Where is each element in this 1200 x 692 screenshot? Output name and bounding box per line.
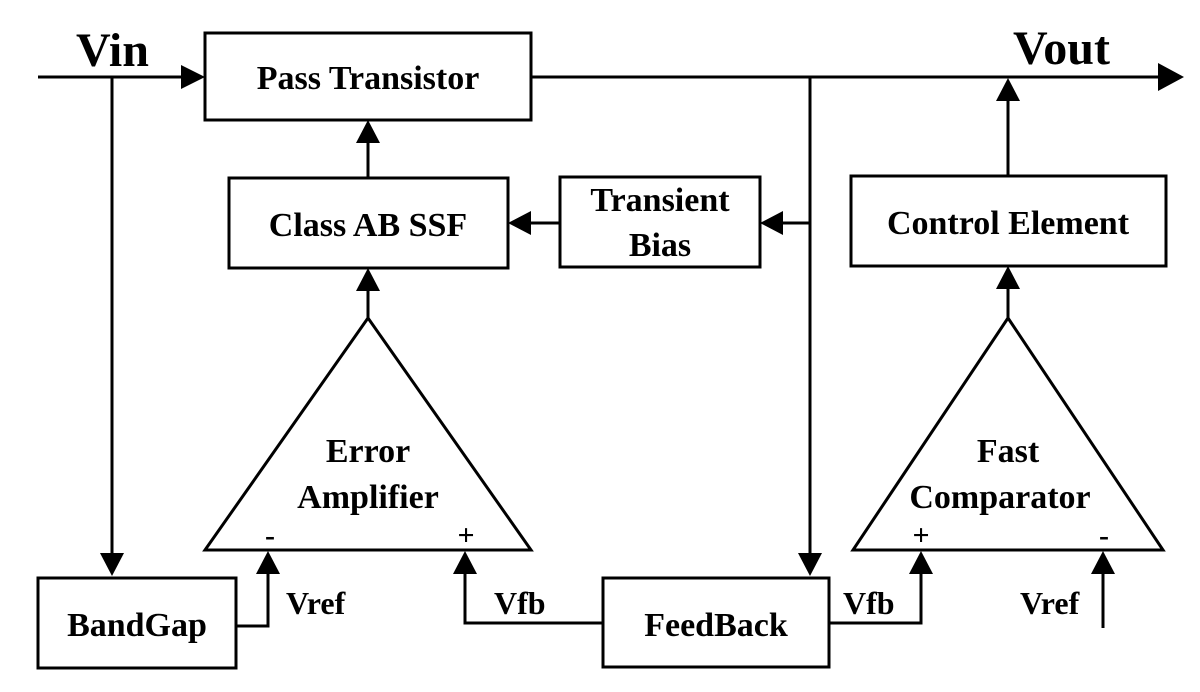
arrow-ea-neg [256,551,280,574]
error-amplifier: Error Amplifier - + [202,315,534,552]
vfb-left-label: Vfb [494,585,546,621]
control-element-label: Control Element [887,205,1130,242]
pass-transistor-block: Pass Transistor [203,31,533,122]
fast-comparator-label-line1: Fast [977,433,1040,470]
arrow-comp-neg [1091,551,1115,574]
wire-feedback-vfb-left [463,573,603,625]
vref-right-label: Vref [1020,585,1080,621]
arrow-to-vout-line [996,78,1020,101]
bandgap-label: BandGap [67,607,207,644]
arrow-ea-pos [453,551,477,574]
error-amplifier-pos-sign: + [457,519,474,552]
control-element-block: Control Element [849,174,1168,268]
arrow-vout [1158,63,1184,91]
error-amplifier-label-line2: Amplifier [297,479,439,516]
wire-feedback-vfb-right [829,573,923,625]
error-amplifier-neg-sign: - [265,519,275,552]
arrow-to-ctrl [996,266,1020,289]
arrow-vin-to-pass [181,65,205,89]
arrow-to-pass [356,120,380,143]
bandgap-block: BandGap [36,576,238,670]
vfb-right-label: Vfb [843,585,895,621]
fast-comparator: Fast Comparator + - [850,315,1166,552]
wire-bandgap-vref [236,573,270,628]
transient-bias-label-line1: Transient [590,182,730,219]
fast-comparator-pos-sign: + [912,519,929,552]
wires [38,75,1160,628]
arrow-to-transient [760,211,783,235]
arrow-to-feedback [798,553,822,576]
feedback-block: FeedBack [601,576,831,669]
arrow-comp-pos [909,551,933,574]
error-amplifier-label-line1: Error [326,433,410,470]
class-ab-ssf-block: Class AB SSF [227,176,510,270]
transient-bias-label-line2: Bias [629,227,691,264]
class-ab-ssf-label: Class AB SSF [269,207,467,244]
arrow-to-ssf-from-ea [356,268,380,291]
arrow-to-bandgap [100,553,124,576]
arrowheads [100,63,1184,576]
feedback-label: FeedBack [644,607,788,644]
vout-label: Vout [1013,22,1110,75]
vref-left-label: Vref [286,585,346,621]
vin-label: Vin [76,24,149,77]
arrow-to-ssf [508,211,531,235]
fast-comparator-neg-sign: - [1099,519,1109,552]
transient-bias-block: Transient Bias [558,175,762,269]
fast-comparator-label-line2: Comparator [909,479,1090,516]
pass-transistor-label: Pass Transistor [257,60,480,97]
